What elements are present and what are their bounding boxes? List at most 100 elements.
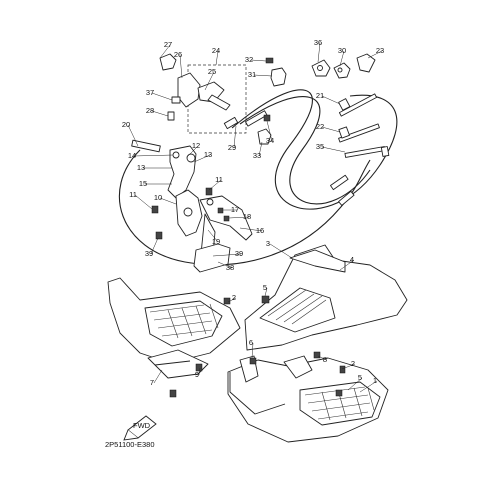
holder-33 [257, 128, 272, 145]
leader-line [253, 74, 273, 77]
leader-line [359, 380, 378, 393]
leader-line [239, 227, 263, 232]
bracket-38 [193, 243, 231, 273]
cable-ends [131, 110, 355, 206]
callout-3: 3 [266, 239, 270, 248]
bolt-5 [261, 295, 270, 304]
bolt-lower-middle [249, 357, 257, 365]
callout-11: 11 [215, 175, 223, 184]
cable-tie-21 [338, 93, 378, 117]
callout-17: 17 [231, 205, 239, 214]
callout-39: 39 [235, 249, 243, 258]
callout-33: 33 [253, 151, 261, 160]
callout-37: 37 [146, 88, 154, 97]
leader-line [208, 179, 222, 191]
leader-line [179, 54, 183, 79]
callout-10: 10 [154, 193, 162, 202]
leader-line [321, 95, 341, 105]
clip-30 [333, 62, 351, 79]
callout-11: 11 [129, 190, 137, 199]
callout-21: 21 [316, 91, 324, 100]
callout-25: 25 [208, 67, 216, 76]
bracket-31 [270, 67, 287, 87]
bolt-6 [195, 363, 203, 372]
callout-16: 16 [256, 226, 264, 235]
leader-line [321, 126, 341, 133]
callout-34: 34 [266, 136, 274, 145]
callout-24: 24 [212, 46, 220, 55]
callout-18: 18 [243, 212, 251, 221]
leader-line [321, 146, 346, 153]
footrest-cover-right [244, 244, 408, 351]
leader-line [269, 243, 293, 259]
callout-39: 39 [145, 249, 153, 258]
leader-line [134, 194, 153, 210]
fwd-label: FWD [133, 421, 151, 430]
leader-line [151, 92, 173, 101]
callout-23: 23 [376, 46, 384, 55]
callout-12: 12 [192, 141, 200, 150]
callout-35: 35 [316, 142, 324, 151]
leader-line [339, 50, 345, 67]
leader-line [341, 363, 356, 370]
clip-36 [311, 59, 331, 77]
callout-15: 15 [139, 179, 147, 188]
cable-tie-35 [344, 146, 390, 158]
callout-31: 31 [248, 70, 256, 79]
nut-lower-left [169, 389, 177, 398]
leader-line [250, 59, 267, 62]
callout-19: 19 [212, 237, 220, 246]
leader-line [193, 154, 211, 163]
bolt-11-left [151, 205, 159, 214]
footrest-right [227, 355, 389, 443]
callout-28: 28 [146, 106, 154, 115]
callout-38: 38 [226, 263, 234, 272]
callout-9: 9 [195, 370, 199, 379]
leader-line [233, 125, 237, 149]
leader-line [187, 145, 199, 157]
callout-4: 4 [350, 255, 354, 264]
nut-17 [217, 207, 224, 214]
throttle-lever-assembly [159, 53, 231, 121]
callout-1: 1 [373, 376, 377, 385]
leader-line [212, 253, 242, 257]
leader-line [127, 124, 139, 147]
leader-line [159, 44, 171, 59]
nut-9 [313, 351, 321, 359]
callout-20: 20 [122, 120, 130, 129]
leader-line [228, 216, 250, 219]
clip-23 [356, 53, 376, 73]
bolt-34 [263, 114, 271, 122]
leader-line [317, 355, 328, 361]
shift-lever-assembly [167, 145, 253, 261]
bolt-39-left [155, 231, 163, 240]
callout-27: 27 [164, 40, 172, 49]
leader-line [215, 50, 219, 66]
callout-29: 29 [228, 143, 236, 152]
throttle-cable [231, 89, 398, 210]
leader-lines [127, 42, 383, 393]
leader-line [198, 367, 201, 376]
leader-line [347, 377, 363, 391]
leader-line [266, 120, 273, 142]
leader-line [150, 237, 159, 255]
drawing-code: 2P51100-E380 [105, 440, 155, 449]
callout-14: 14 [128, 151, 136, 160]
leader-line [153, 369, 163, 384]
callout-36: 36 [314, 38, 322, 47]
callout-13: 13 [137, 163, 145, 172]
footrest-left [107, 277, 241, 379]
callout-13: 13 [204, 150, 212, 159]
callout-2: 2 [232, 293, 236, 302]
fwd-arrow-icon [123, 415, 157, 441]
bolt-2-left [223, 297, 231, 305]
callout-26: 26 [174, 50, 182, 59]
nut-18 [223, 215, 230, 222]
callout-30: 30 [338, 46, 346, 55]
callout-32: 32 [245, 55, 253, 64]
leader-line [159, 197, 177, 205]
bolt-11-upper [205, 187, 213, 196]
bolt-5-lower [339, 365, 346, 374]
